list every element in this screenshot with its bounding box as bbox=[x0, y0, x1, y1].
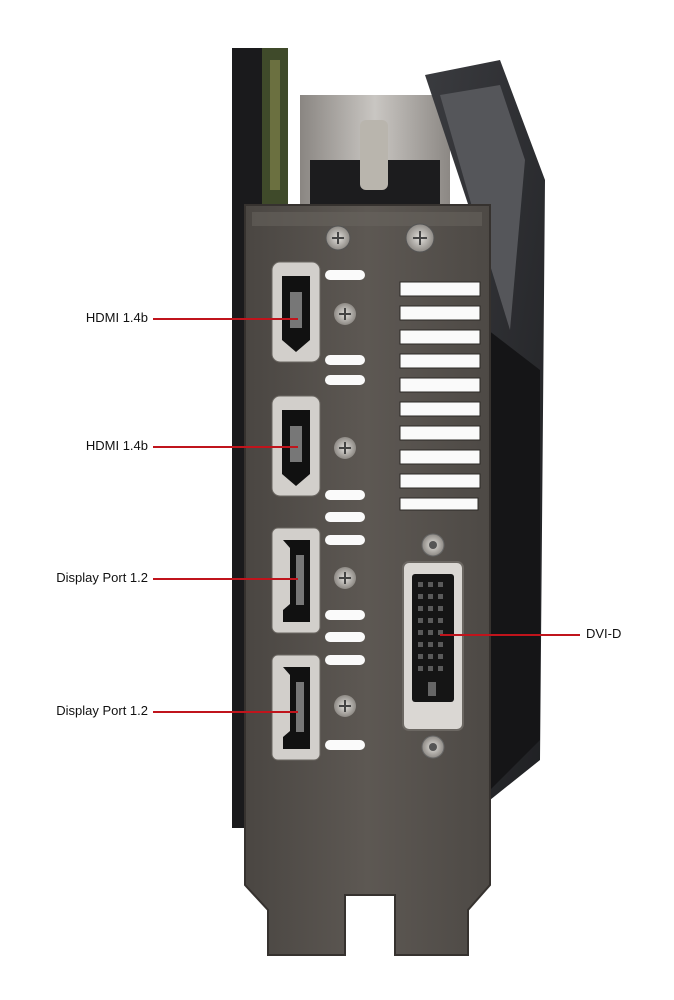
callout-label-displayport-2: Display Port 1.2 bbox=[56, 703, 148, 718]
callout-label-dvi: DVI-D bbox=[586, 626, 622, 641]
hdmi-port bbox=[271, 261, 321, 363]
bracket-screw bbox=[334, 437, 356, 459]
displayport bbox=[271, 527, 321, 634]
leader-line-hdmi-1 bbox=[153, 318, 298, 320]
callout-label-displayport-1: Display Port 1.2 bbox=[56, 570, 148, 585]
displayport bbox=[271, 654, 321, 761]
bracket-screw bbox=[405, 223, 435, 253]
graphics-card-body bbox=[232, 48, 545, 828]
bracket-screw bbox=[334, 695, 356, 717]
leader-line-displayport-1 bbox=[153, 578, 298, 580]
dvi-port bbox=[402, 533, 464, 759]
callout-label-hdmi-2: HDMI 1.4b bbox=[85, 438, 148, 453]
small-vent-holes bbox=[325, 270, 365, 750]
leader-line-hdmi-2 bbox=[153, 446, 298, 448]
leader-line-dvi bbox=[440, 634, 580, 636]
leader-line-displayport-2 bbox=[153, 711, 298, 713]
bracket-screw bbox=[334, 303, 356, 325]
ventilation-slots bbox=[399, 281, 481, 511]
bracket-screw bbox=[325, 225, 351, 251]
bracket-screw bbox=[334, 567, 356, 589]
callout-label-hdmi-1: HDMI 1.4b bbox=[85, 310, 148, 325]
